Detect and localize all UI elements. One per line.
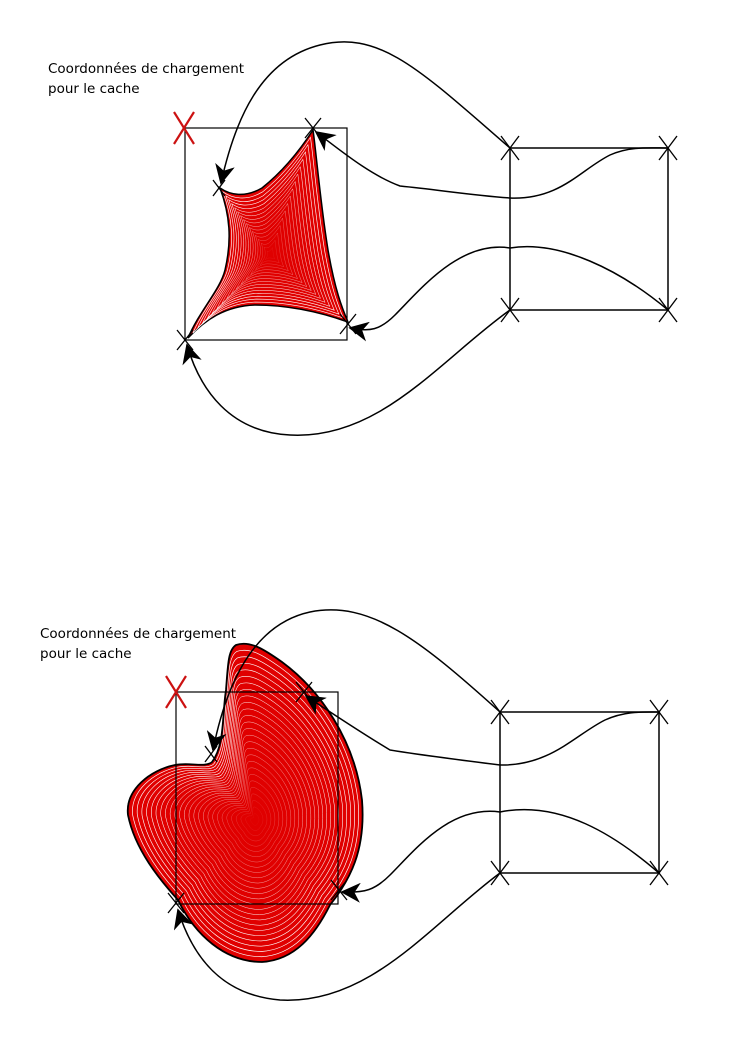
contour-line (211, 166, 326, 314)
bottom-load-marker-icon (165, 675, 187, 709)
contour-line (260, 240, 280, 265)
contour-line (231, 195, 308, 295)
contour-line (188, 728, 312, 894)
contour-line (221, 180, 317, 304)
contour-line (226, 188, 312, 300)
contour-line (165, 695, 332, 921)
contour-line (141, 663, 351, 947)
top-diagram (173, 41, 678, 436)
contour-line (132, 649, 359, 958)
top-red-shape (187, 127, 350, 339)
top-label-line1: Coordonnées de chargement (48, 61, 245, 77)
top-label-line2: pour le cache (48, 81, 140, 97)
contour-line (250, 225, 289, 275)
contour-line (174, 708, 324, 910)
contour-line (265, 247, 275, 260)
contour-line (216, 173, 321, 309)
bottom-label-line1: Coordonnées de chargement (40, 626, 237, 642)
bottom-load-coordinates-label: Coordonnées de chargement pour le cache (40, 624, 236, 664)
top-target-frame (509, 147, 669, 311)
top-load-coordinates-label: Coordonnées de chargement pour le cache (48, 59, 244, 99)
contour-line (245, 217, 294, 280)
contour-line (137, 656, 355, 952)
contour-line (255, 232, 284, 270)
contour-line (236, 203, 303, 290)
bottom-label-line2: pour le cache (40, 646, 132, 662)
contour-line (207, 158, 331, 319)
contour-line (160, 689, 336, 926)
contour-line (146, 669, 347, 942)
top-bounding-box (184, 127, 348, 341)
contour-line (184, 721, 316, 900)
bottom-bounding-box (175, 691, 339, 905)
bottom-mapping-arrows (173, 609, 501, 1001)
contour-line (240, 210, 298, 285)
contour-line (151, 676, 343, 937)
bottom-target-corner-marks (490, 699, 669, 886)
bottom-diagram (127, 609, 669, 1001)
top-mapping-arrows (182, 41, 511, 436)
contour-line (170, 702, 328, 915)
contour-line (202, 151, 335, 324)
contour-line (197, 143, 340, 329)
contour-line (193, 735, 307, 889)
top-load-marker-icon (173, 111, 195, 145)
top-target-corner-marks (500, 135, 678, 323)
contour-line (179, 715, 320, 905)
contour-line (155, 682, 339, 931)
